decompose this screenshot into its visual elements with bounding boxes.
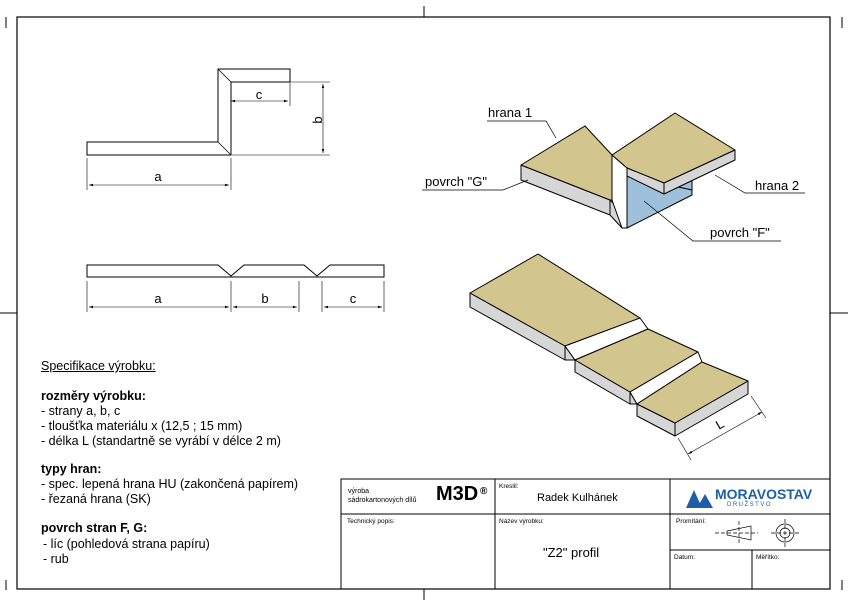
moravostav-logo-icon: [686, 490, 713, 508]
spec-item: - rub: [43, 552, 69, 566]
spec-section-heading: povrch stran F, G:: [41, 521, 148, 535]
profile-3d-folded: [520, 112, 736, 229]
projection-label: Promítání:: [676, 518, 706, 525]
profile-side-view: c b a: [86, 68, 330, 190]
center-marks: [0, 6, 848, 600]
title-line1: výroba: [348, 488, 370, 495]
spec-item: - délka L (standartně se vyrábí v délce …: [41, 434, 281, 448]
profile-3d-unfolded: [469, 253, 749, 437]
product-name: "Z2" profil: [543, 545, 600, 560]
dim-b-side: b: [310, 116, 325, 123]
dim-c-side: c: [256, 87, 263, 102]
date-label: Datum:: [674, 554, 695, 561]
spec-title: Specifikace výrobku:: [41, 359, 156, 373]
spec-section-heading: rozměry výrobku:: [41, 389, 146, 403]
spec-item: - spec. lepená hrana HU (zakončená papír…: [41, 477, 299, 491]
product-name-label: Název výrobku:: [499, 518, 544, 525]
company-sub: DRUŽSTVO: [727, 502, 772, 508]
label-hrana-1: hrana 1: [488, 105, 532, 120]
brand-m3d: M3D: [436, 483, 479, 505]
label-povrch-g: povrch "G": [425, 174, 487, 189]
title-line2: sádrokartonových dílů: [348, 497, 417, 504]
dim-b-unfolded: b: [261, 291, 268, 306]
drawn-by-name: Radek Kulhánek: [537, 492, 618, 504]
spec-item: - líc (pohledová strana papíru): [43, 537, 210, 551]
dim-c-unfolded: c: [350, 291, 357, 306]
label-povrch-f: povrch "F": [710, 225, 770, 240]
spec-item: - strany a, b, c: [41, 404, 121, 418]
title-block-grid: [340, 478, 831, 590]
spec-item: - tloušťka materiálu x (12,5 ; 15 mm): [41, 419, 243, 433]
spec-section-heading: typy hran:: [41, 462, 102, 476]
dim-l: L: [713, 416, 727, 433]
tech-desc-label: Technický popis:: [347, 518, 395, 525]
dim-l-lines: [677, 395, 767, 461]
brand-registered-mark: ®: [480, 486, 488, 497]
dim-a-unfolded: a: [154, 291, 162, 306]
label-hrana-2: hrana 2: [755, 178, 799, 193]
drawn-by-label: Kreslil:: [499, 483, 519, 490]
leader-lines: [422, 120, 805, 242]
profile-unfolded-view: a b c: [86, 264, 385, 312]
projection-symbol: [715, 519, 799, 547]
company-name: MORAVOSTAV: [715, 486, 813, 502]
scale-label: Měřítko:: [756, 554, 780, 561]
spec-item: - řezaná hrana (SK): [41, 492, 151, 506]
dim-a-side: a: [154, 169, 162, 184]
